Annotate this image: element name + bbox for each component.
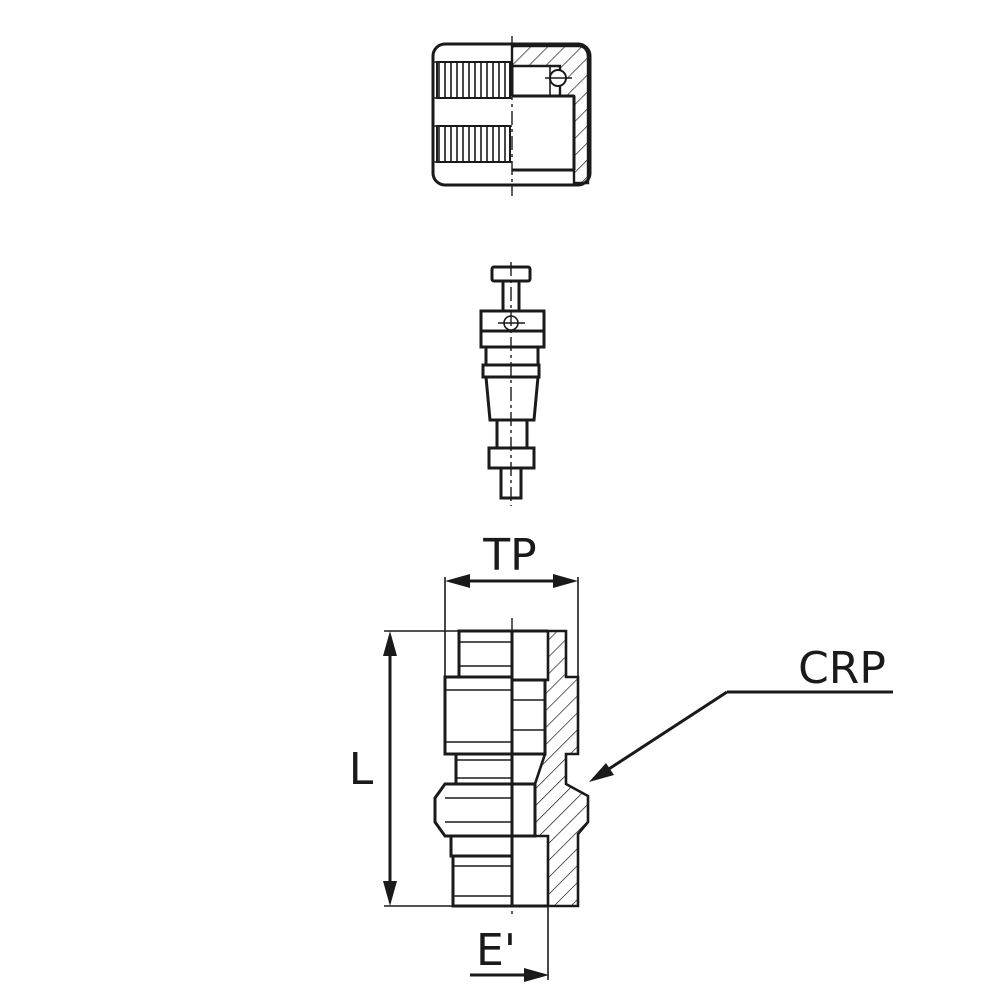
label-crp: CRP: [798, 643, 886, 694]
callout-crp: CRP: [589, 643, 893, 782]
label-tp: TP: [482, 530, 536, 581]
label-l: L: [349, 744, 374, 795]
valve-core: [479, 262, 546, 506]
body-section-hatch: [533, 629, 590, 908]
dimension-l: L: [349, 630, 459, 907]
label-e-prime: E': [476, 925, 516, 976]
dimension-e-prime: E': [470, 906, 549, 982]
dimension-tp: TP: [444, 530, 579, 677]
knurl-band-top: [436, 61, 511, 99]
fitting-body: [433, 618, 590, 918]
valve-cap: [431, 36, 592, 196]
knurl-band-bottom: [436, 125, 511, 163]
